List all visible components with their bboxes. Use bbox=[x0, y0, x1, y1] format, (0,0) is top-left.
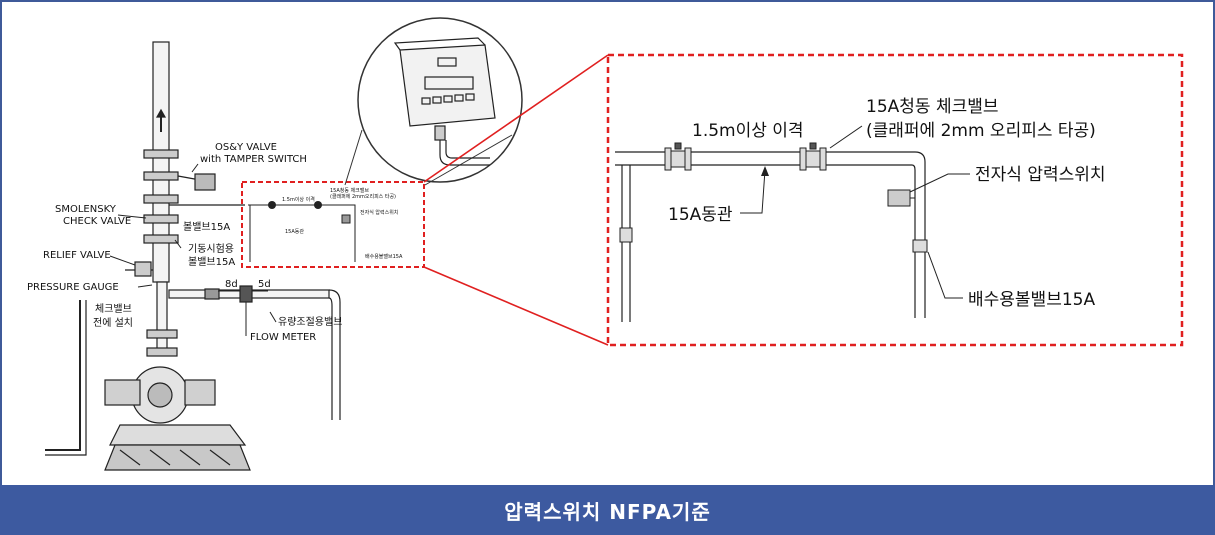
footer-title-bar: 압력스위치 NFPA기준 bbox=[0, 485, 1215, 535]
pressure-switch-device bbox=[393, 37, 496, 166]
magnifier-circle bbox=[344, 17, 523, 186]
dist-8d-label: 8d bbox=[225, 279, 238, 290]
pressure-gauge-label: PRESSURE GAUGE bbox=[27, 282, 119, 293]
mini-distance-label: 1.5m이상 이격 bbox=[282, 196, 315, 203]
mini-check-valve-label-2: (클래퍼에 2mm오리피스 타공) bbox=[330, 193, 396, 200]
dist-5d-label: 5d bbox=[258, 279, 271, 290]
flow-meter-label: FLOW METER bbox=[250, 332, 316, 343]
flow-valve-label: 유량조절용밸브 bbox=[278, 315, 342, 328]
osy-valve-label-2: with TAMPER SWITCH bbox=[200, 154, 307, 165]
footer-title: 압력스위치 NFPA기준 bbox=[504, 499, 711, 524]
osy-valve-label-1: OS&Y VALVE bbox=[215, 142, 277, 153]
check-valve-label-2: (클래퍼에 2mm 오리피스 타공) bbox=[866, 121, 1096, 141]
ball-valve-label: 볼밸브15A bbox=[183, 221, 230, 233]
test-ball-valve-label-2: 볼밸브15A bbox=[188, 256, 235, 268]
distance-label: 1.5m이상 이격 bbox=[692, 121, 804, 141]
mini-pressure-switch-label: 전자식 압력스위치 bbox=[360, 209, 398, 216]
smolensky-label-2: CHECK VALVE bbox=[63, 216, 131, 227]
piping-diagram: OS&Y VALVE with TAMPER SWITCH SMOLENSKY … bbox=[27, 17, 1184, 471]
smolensky-label-1: SMOLENSKY bbox=[55, 204, 117, 215]
drain-valve bbox=[912, 239, 928, 253]
pressure-switch-label: 전자식 압력스위치 bbox=[975, 165, 1106, 185]
relief-valve-label: RELIEF VALVE bbox=[43, 250, 111, 261]
mini-copper-pipe-label: 15A동관 bbox=[285, 228, 304, 235]
drain-valve-label: 배수용볼밸브15A bbox=[968, 290, 1095, 310]
check-note-label-2: 전에 설치 bbox=[93, 317, 133, 329]
check-valve-1 bbox=[664, 142, 692, 171]
mini-detail-box: 15A청동 체크밸브 (클래퍼에 2mm오리피스 타공) 1.5m이상 이격 전… bbox=[241, 181, 425, 268]
large-detail-box: 15A청동 체크밸브 (클래퍼에 2mm 오리피스 타공) 1.5m이상 이격 … bbox=[606, 53, 1184, 347]
check-valve-2 bbox=[799, 142, 827, 171]
riser-assembly bbox=[45, 41, 341, 471]
left-labels: OS&Y VALVE with TAMPER SWITCH SMOLENSKY … bbox=[27, 142, 342, 343]
test-ball-valve-label-1: 기동시험용 bbox=[188, 243, 234, 255]
check-note-label-1: 체크밸브 bbox=[95, 303, 132, 315]
check-valve-label-1: 15A청동 체크밸브 bbox=[866, 97, 999, 117]
mini-drain-valve-label: 배수용볼밸브15A bbox=[365, 253, 403, 260]
callout-lines bbox=[423, 54, 609, 346]
copper-pipe-label: 15A동관 bbox=[668, 205, 733, 225]
pressure-switch-box bbox=[887, 189, 911, 207]
mini-check-valve-label-1: 15A청동 체크밸브 bbox=[330, 187, 369, 194]
